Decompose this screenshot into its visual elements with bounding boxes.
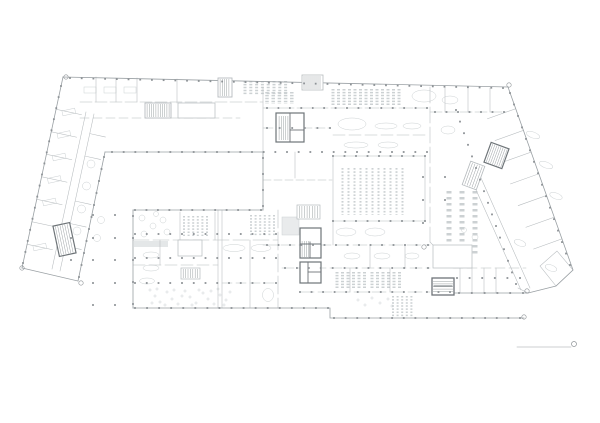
column-grid (19, 74, 571, 320)
section-marker (516, 341, 577, 348)
stair-cores (52, 74, 510, 296)
furniture-layer (32, 86, 563, 308)
